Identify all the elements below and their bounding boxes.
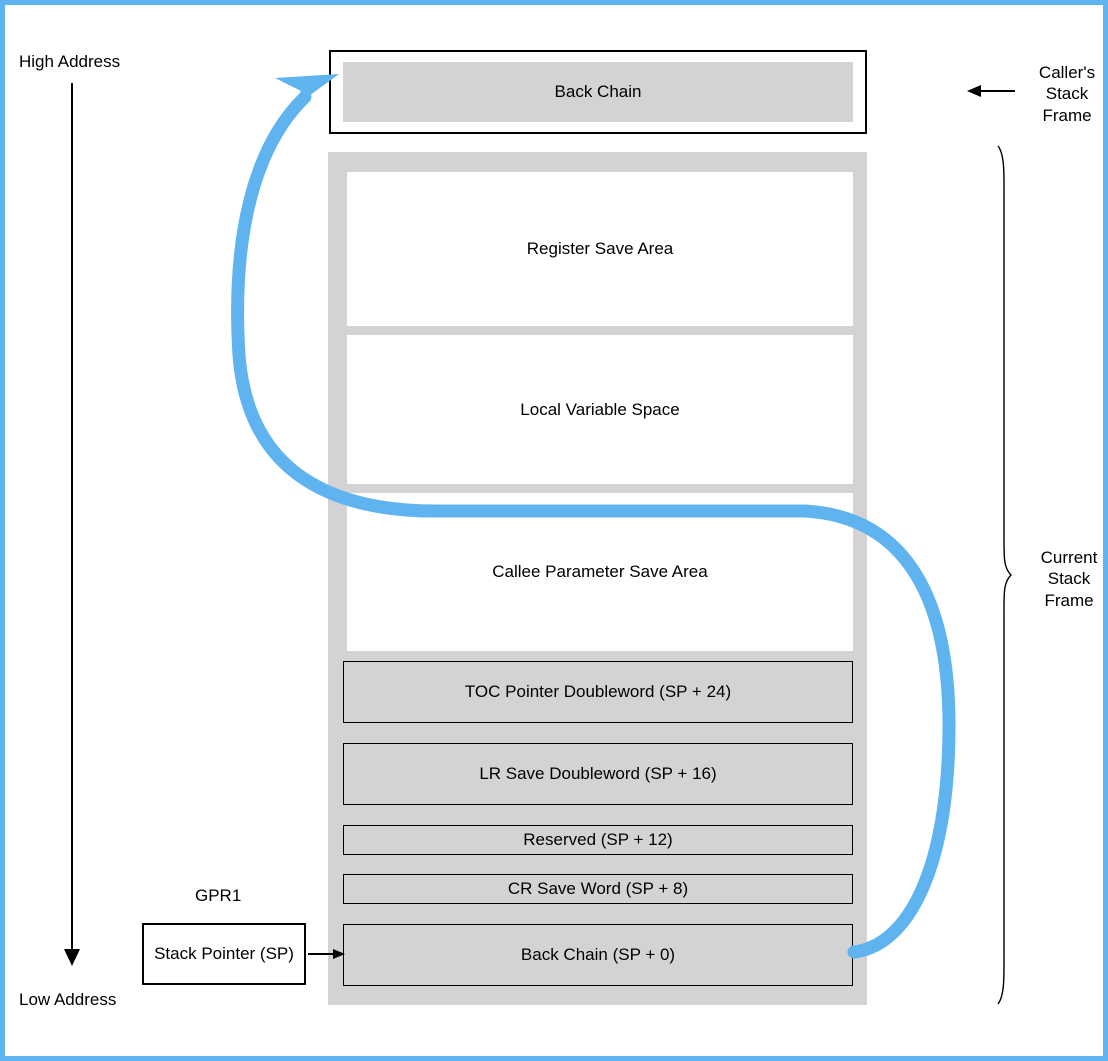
- callers-frame-arrow-icon: [967, 85, 1015, 97]
- current-stack-frame-annotation: Current Stack Frame: [1027, 547, 1103, 611]
- region-callee-parameter-save-area-label: Callee Parameter Save Area: [492, 562, 708, 582]
- slot-cr-save-word: CR Save Word (SP + 8): [343, 874, 853, 904]
- callers-annotation-line-1: Caller's: [1038, 63, 1096, 82]
- callers-annotation-line-3: Frame: [1042, 105, 1092, 125]
- region-register-save-area-label: Register Save Area: [526, 239, 674, 259]
- callers-stack-frame-annotation: Caller's Stack Frame: [1027, 62, 1103, 126]
- callers-annotation-line-2: Stack: [1045, 84, 1089, 104]
- slot-back-chain: Back Chain (SP + 0): [343, 924, 853, 986]
- stack-pointer-box: Stack Pointer (SP): [142, 923, 306, 985]
- slot-reserved: Reserved (SP + 12): [343, 825, 853, 855]
- slot-back-chain-label: Back Chain (SP + 0): [520, 945, 676, 965]
- region-register-save-area: Register Save Area: [347, 172, 853, 326]
- address-axis-line: [71, 83, 73, 953]
- slot-lr-save-doubleword: LR Save Doubleword (SP + 16): [343, 743, 853, 805]
- current-frame-brace-icon: [997, 145, 1012, 1005]
- caller-back-chain-cell: Back Chain: [343, 62, 853, 122]
- slot-reserved-label: Reserved (SP + 12): [523, 830, 673, 850]
- slot-toc-pointer-doubleword: TOC Pointer Doubleword (SP + 24): [343, 661, 853, 723]
- caller-back-chain-label: Back Chain: [554, 82, 642, 102]
- region-local-variable-space: Local Variable Space: [347, 335, 853, 484]
- slot-cr-save-word-label: CR Save Word (SP + 8): [507, 879, 689, 899]
- address-axis-arrowhead-icon: [64, 949, 80, 966]
- current-annotation-line-1: Current: [1040, 548, 1098, 567]
- gpr1-register-label: GPR1: [195, 886, 242, 905]
- current-annotation-line-3: Frame: [1044, 590, 1094, 610]
- low-address-label: Low Address: [19, 990, 117, 1009]
- region-callee-parameter-save-area: Callee Parameter Save Area: [347, 493, 853, 651]
- current-annotation-line-2: Stack: [1047, 569, 1091, 589]
- slot-lr-save-doubleword-label: LR Save Doubleword (SP + 16): [479, 764, 717, 784]
- slot-toc-pointer-doubleword-label: TOC Pointer Doubleword (SP + 24): [464, 682, 732, 702]
- high-address-label: High Address: [19, 52, 121, 71]
- region-local-variable-space-label: Local Variable Space: [520, 399, 680, 419]
- stack-pointer-label: Stack Pointer (SP): [154, 944, 294, 964]
